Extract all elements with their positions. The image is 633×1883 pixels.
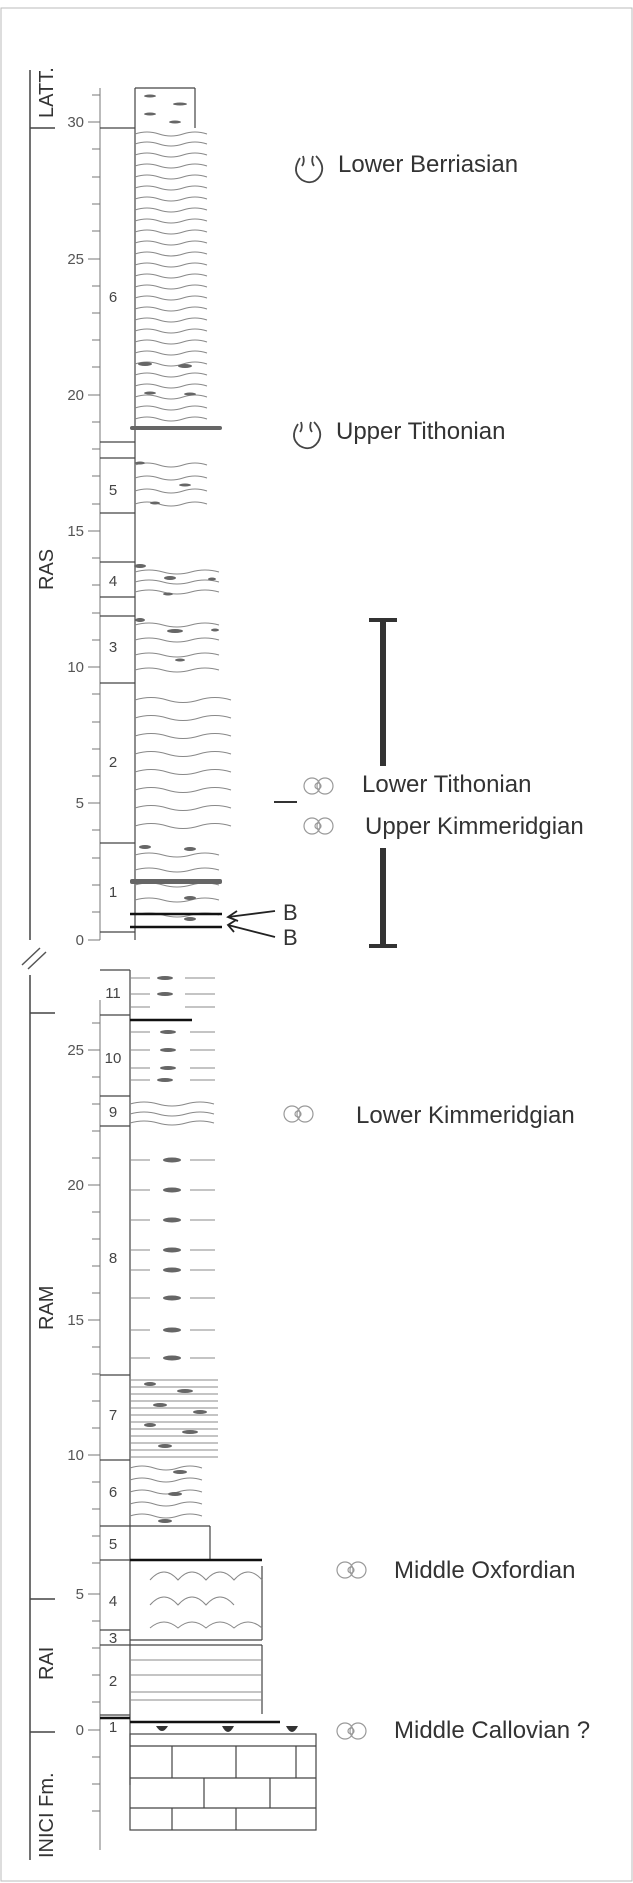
unit-number: 3 <box>109 639 117 656</box>
tick-label: 0 <box>76 1722 84 1739</box>
unit-number: 4 <box>109 1593 117 1610</box>
ram-nodules <box>144 976 207 1523</box>
tick-label: 5 <box>76 795 84 812</box>
calpionellid-icon <box>293 421 322 450</box>
unit-number: 11 <box>105 985 121 1002</box>
tick-label: 25 <box>67 251 84 268</box>
ram-column <box>100 969 263 1785</box>
ram-bed-lines <box>100 1018 280 1724</box>
ras-lithology <box>134 131 232 918</box>
ammonite-icon <box>303 777 334 795</box>
section-break-symbol <box>21 947 47 970</box>
age-label-middle-oxfordian: Middle Oxfordian <box>394 1557 576 1584</box>
unit-number: 10 <box>105 1050 122 1067</box>
depth-scale-ras <box>88 88 101 941</box>
formation-label-ras: RAS <box>36 549 58 590</box>
tick-label: 10 <box>67 1447 84 1464</box>
tick-label: 10 <box>67 659 84 676</box>
unit-number: 6 <box>109 289 117 306</box>
tick-label: 0 <box>76 932 84 949</box>
unit-number: 7 <box>109 1407 117 1424</box>
b-marker-label: B <box>283 925 298 950</box>
age-label-lower-tithonian: Lower Tithonian <box>362 771 532 798</box>
tick-label: 5 <box>76 1586 84 1603</box>
tick-label: 15 <box>67 1312 84 1329</box>
ras-unit-numbers: 1 2 3 4 5 6 <box>109 289 117 901</box>
unit-number: 6 <box>109 1484 117 1501</box>
ammonite-icon <box>336 1722 367 1740</box>
tick-label: 20 <box>67 387 84 404</box>
unit-number: 2 <box>109 1673 117 1690</box>
unit-number: 5 <box>109 1536 117 1553</box>
page-frame <box>0 7 633 1882</box>
unit-number: 9 <box>109 1104 117 1121</box>
formation-label-inici: INICI Fm. <box>36 1772 58 1858</box>
ammonite-icon <box>303 817 334 835</box>
unit-number: 1 <box>109 884 117 901</box>
ras-bed-lines <box>130 912 222 929</box>
tick-label: 25 <box>67 1042 84 1059</box>
formation-label-ram: RAM <box>36 1286 58 1330</box>
b-marker-arrows <box>226 910 276 938</box>
b-marker-label: B <box>283 900 298 925</box>
age-range-bars <box>274 618 397 948</box>
unit-number: 3 <box>109 1630 117 1647</box>
ras-nodules <box>130 94 222 921</box>
depth-labels-ram: 25 20 15 10 5 0 <box>67 1042 84 1739</box>
formation-label-rai: RAI <box>36 1647 58 1680</box>
tick-label: 30 <box>67 114 84 131</box>
ammonite-icon <box>283 1105 314 1123</box>
age-label-lower-kimmeridgian: Lower Kimmeridgian <box>356 1102 575 1129</box>
formation-label-latt: LATT. <box>36 67 58 118</box>
tick-label: 20 <box>67 1177 84 1194</box>
inici-limestone <box>129 1733 317 1831</box>
unit-number: 4 <box>109 573 117 590</box>
ram-unit-numbers: 11 10 9 8 7 6 5 4 3 2 1 <box>105 985 122 1736</box>
unit-number: 5 <box>109 482 117 499</box>
hardground-nodules <box>156 1726 298 1732</box>
age-label-middle-callovian: Middle Callovian ? <box>394 1717 591 1744</box>
depth-scale-ram <box>88 1000 101 1850</box>
age-label-lower-berriasian: Lower Berriasian <box>338 151 519 178</box>
formation-axis <box>29 70 55 1860</box>
unit-number: 1 <box>109 1719 117 1736</box>
tick-label: 15 <box>67 523 84 540</box>
depth-labels-ras: 0 5 10 15 20 25 30 <box>67 114 84 949</box>
unit-number: 2 <box>109 754 117 771</box>
unit-number: 8 <box>109 1250 117 1267</box>
ammonite-icon <box>336 1561 367 1579</box>
calpionellid-icon <box>295 155 324 184</box>
age-label-upper-kimmeridgian: Upper Kimmeridgian <box>365 813 584 840</box>
age-label-upper-tithonian: Upper Tithonian <box>336 418 506 445</box>
ram-lithology <box>129 977 263 1701</box>
ras-column <box>100 87 196 940</box>
